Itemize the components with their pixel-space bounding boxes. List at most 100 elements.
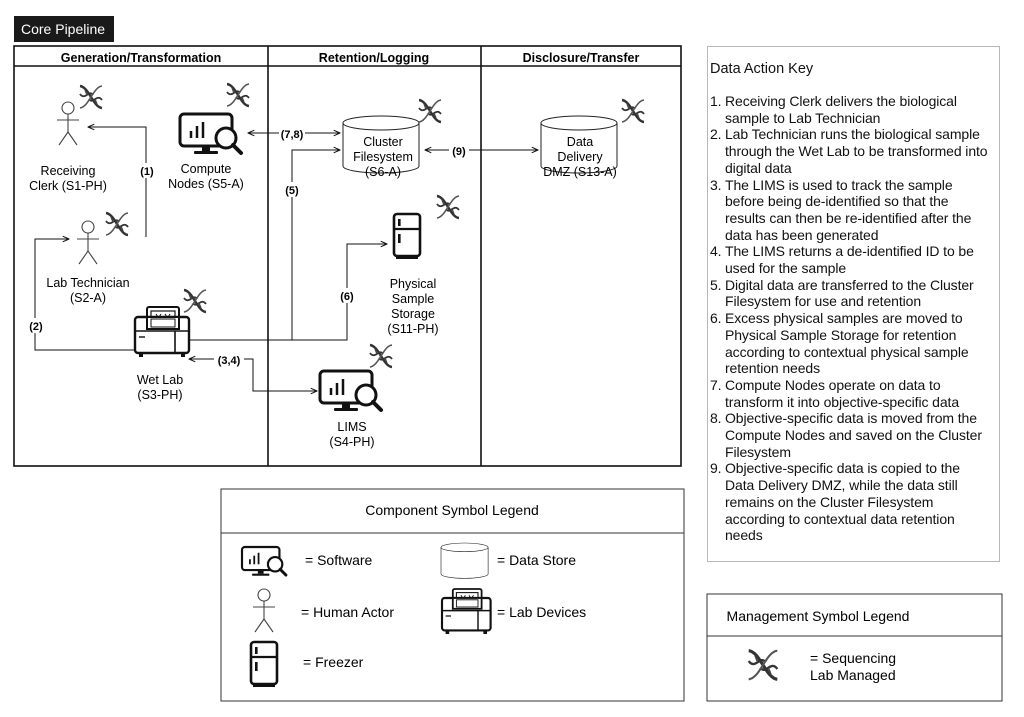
title-tab-label: Core Pipeline <box>21 21 105 37</box>
human-actor-icon <box>56 101 80 146</box>
edge-2 <box>34 239 135 351</box>
key-item-number: 6. <box>710 310 722 327</box>
legend-lab-devices-label: = Lab Devices <box>497 604 586 620</box>
key-item-number: 7. <box>710 376 722 393</box>
node-receiving-clerk: Receiving Clerk (S1-PH) <box>29 84 107 193</box>
key-item-text: The LIMS returns a de-identified ID to b… <box>725 243 974 277</box>
edge-5-label: (5) <box>285 185 299 197</box>
compute-nodes-label-1: Compute <box>181 162 232 176</box>
key-item-number: 9. <box>710 460 722 477</box>
edge-6 <box>189 244 387 341</box>
data-action-key: Data Action Key 1.Receiving Clerk delive… <box>707 46 1000 562</box>
legend-human-actor-label: = Human Actor <box>301 604 394 620</box>
wet-lab-label-2: (S3-PH) <box>137 388 182 402</box>
freezer-icon <box>392 212 422 261</box>
cluster-fs-label-3: (S6-A) <box>365 165 401 179</box>
dna-icon <box>225 82 251 108</box>
dna-icon <box>78 84 104 110</box>
title-tab <box>14 16 114 42</box>
key-item-number: 3. <box>710 176 722 193</box>
management-legend-line-1: = Sequencing <box>810 650 896 666</box>
legend-software-label: = Software <box>305 552 373 568</box>
edge-2-label: (2) <box>29 321 43 333</box>
key-item-text: The LIMS is used to track the sample bef… <box>725 176 972 243</box>
dna-icon <box>620 98 646 124</box>
component-legend: Component Symbol Legend = Software = Dat… <box>220 488 685 702</box>
component-legend-title: Component Symbol Legend <box>365 502 539 518</box>
key-item: 1.Receiving Clerk delivers the biologica… <box>710 93 989 126</box>
node-compute-nodes: Compute Nodes (S5-A) <box>168 82 251 191</box>
management-legend-title: Management Symbol Legend <box>727 608 910 624</box>
edge-6-label: (6) <box>340 291 354 303</box>
physical-storage-label-3: Storage <box>391 307 435 321</box>
software-icon <box>318 369 383 413</box>
lab-technician-label-2: (S2-A) <box>70 291 106 305</box>
lims-label-2: (S4-PH) <box>329 435 374 449</box>
data-action-key-list: 1.Receiving Clerk delivers the biologica… <box>710 93 989 544</box>
key-item: 3.The LIMS is used to track the sample b… <box>710 177 989 244</box>
key-item-text: Objective-specific data is copied to the… <box>725 460 960 544</box>
key-item-number: 8. <box>710 410 722 427</box>
dmz-label-1: Data <box>567 135 593 149</box>
edge-1 <box>88 127 147 237</box>
physical-storage-label-1: Physical <box>390 277 437 291</box>
data-store-icon <box>440 542 489 579</box>
key-item-text: Receiving Clerk delivers the biological … <box>725 93 957 126</box>
node-wet-lab: Wet Lab (S3-PH) <box>133 288 208 402</box>
human-actor-icon <box>76 220 100 265</box>
compute-nodes-label-2: Nodes (S5-A) <box>168 177 244 191</box>
software-icon <box>178 112 243 156</box>
lab-technician-label-1: Lab Technician <box>46 276 129 290</box>
dna-icon <box>435 194 461 220</box>
physical-storage-label-2: Sample <box>392 292 434 306</box>
key-item-number: 1. <box>710 93 722 109</box>
key-item: 5.Digital data are transferred to the Cl… <box>710 277 989 310</box>
node-lab-technician: Lab Technician (S2-A) <box>46 211 130 305</box>
physical-storage-label-4: (S11-PH) <box>387 322 438 336</box>
edge-34 <box>189 359 317 391</box>
column-header-disclosure: Disclosure/Transfer <box>523 51 640 65</box>
edge-1-label: (1) <box>140 166 154 178</box>
management-legend: Management Symbol Legend = Sequencing La… <box>706 593 1003 702</box>
cluster-fs-label-1: Cluster <box>363 135 403 149</box>
key-item: 7.Compute Nodes operate on data to trans… <box>710 377 989 410</box>
node-physical-storage: Physical Sample Storage (S11-PH) <box>387 194 461 336</box>
dmz-label-2: Delivery <box>557 150 603 164</box>
key-item-text: Digital data are transferred to the Clus… <box>725 276 974 310</box>
key-item-number: 5. <box>710 276 722 293</box>
node-cluster-filesystem: Cluster Filesystem (S6-A) <box>342 98 443 179</box>
node-dmz: Data Delivery DMZ (S13-A) <box>540 98 646 179</box>
key-item: 8.Objective-specific data is moved from … <box>710 410 989 460</box>
freezer-icon <box>249 640 279 689</box>
data-action-key-title: Data Action Key <box>710 61 814 77</box>
management-legend-line-2: Lab Managed <box>810 667 896 683</box>
dna-icon <box>104 211 130 237</box>
key-item: 2.Lab Technician runs the biological sam… <box>710 126 989 176</box>
key-item-number: 4. <box>710 243 722 260</box>
key-item-number: 2. <box>710 126 722 143</box>
key-item-text: Objective-specific data is moved from th… <box>725 410 982 460</box>
dmz-label-3: DMZ (S13-A) <box>543 165 617 179</box>
key-item-text: Excess physical samples are moved to Phy… <box>725 310 969 377</box>
edge-78-label: (7,8) <box>281 129 304 141</box>
edge-34-label: (3,4) <box>218 355 241 367</box>
lab-device-icon <box>133 305 191 359</box>
key-item: 4.The LIMS returns a de-identified ID to… <box>710 243 989 276</box>
node-lims: LIMS (S4-PH) <box>318 343 394 449</box>
cluster-fs-label-2: Filesystem <box>353 150 413 164</box>
key-item: 9.Objective-specific data is copied to t… <box>710 460 989 544</box>
edge-9-label: (9) <box>452 146 466 158</box>
key-item-text: Compute Nodes operate on data to transfo… <box>725 376 960 410</box>
wet-lab-label-1: Wet Lab <box>137 373 183 387</box>
key-item-text: Lab Technician runs the biological sampl… <box>725 126 988 176</box>
receiving-clerk-label-1: Receiving <box>41 164 96 178</box>
column-header-retention: Retention/Logging <box>319 51 429 65</box>
receiving-clerk-label-2: Clerk (S1-PH) <box>29 179 107 193</box>
dna-icon <box>417 98 443 124</box>
column-header-generation: Generation/Transformation <box>61 51 221 65</box>
lims-label-1: LIMS <box>337 420 366 434</box>
key-item: 6.Excess physical samples are moved to P… <box>710 310 989 377</box>
pipeline-frame <box>13 45 682 467</box>
legend-data-store-label: = Data Store <box>497 552 576 568</box>
